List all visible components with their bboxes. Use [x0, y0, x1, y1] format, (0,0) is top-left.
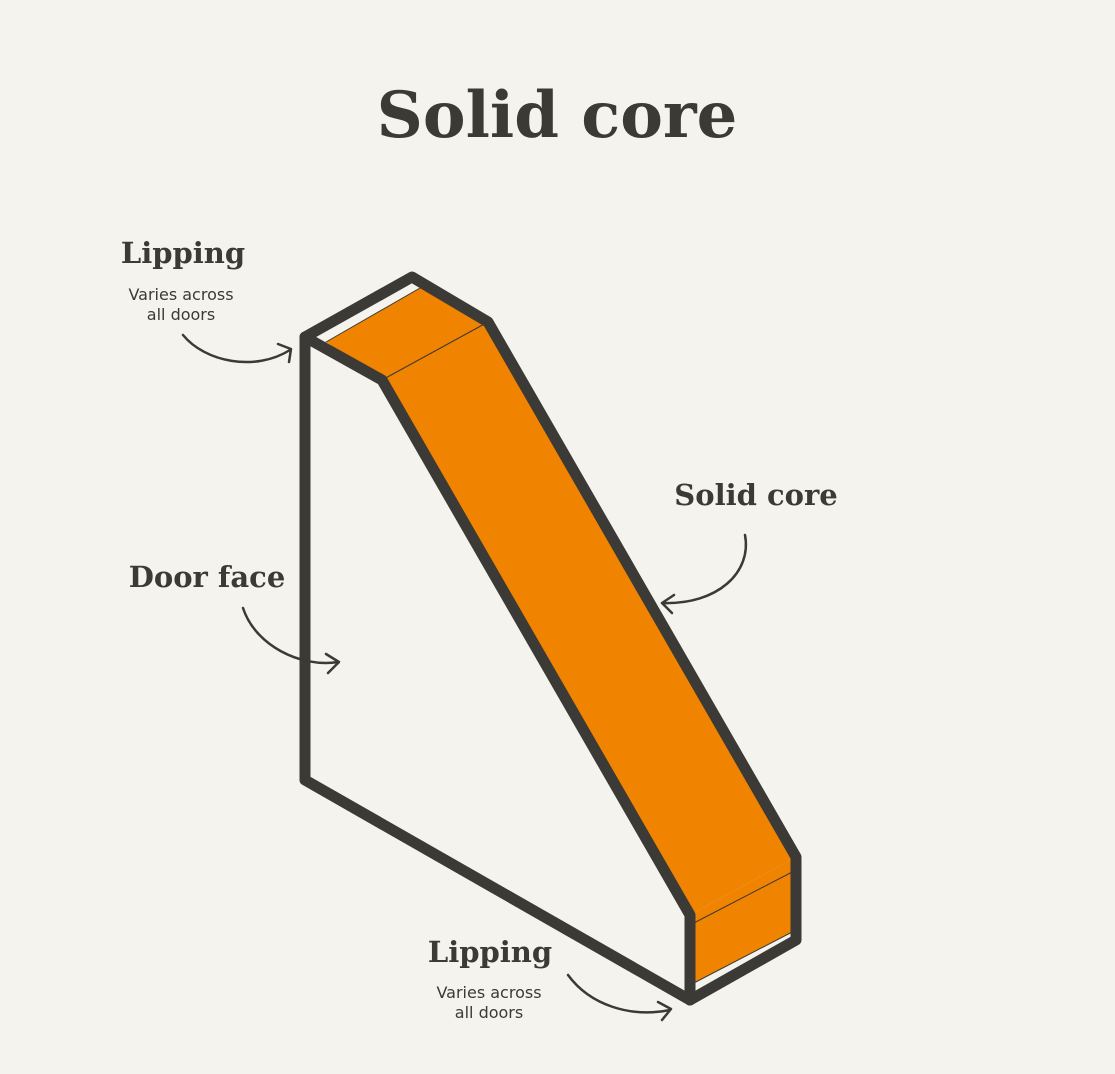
arrow-lipping-bottom [566, 973, 673, 1022]
arrow-solid-core [660, 533, 748, 615]
lipping-top-note-line2: all doors [146, 305, 216, 324]
lipping-top-label: Lipping [120, 236, 246, 270]
lipping-bottom-label: Lipping [427, 935, 553, 969]
arrow-lipping-top [181, 333, 293, 364]
door-outline [299, 271, 802, 1006]
door-face-label: Door face [128, 560, 286, 594]
lipping-top-note-line1: Varies across [128, 285, 234, 304]
lipping-bottom-note-line1: Varies across [436, 983, 542, 1002]
solid-core-label: Solid core [674, 478, 838, 512]
page-title: Solid core [376, 78, 738, 153]
core-edge-bottom [689, 869, 797, 926]
core-top [326, 288, 488, 380]
lipping-bottom-note: Varies across all doors [436, 983, 541, 1023]
door-inner-edge [299, 331, 696, 1006]
lipping-line-bottom [689, 929, 797, 986]
core-bottom [690, 857, 796, 985]
arrow-door-face [241, 606, 341, 675]
lipping-line-top [325, 287, 421, 343]
core-side [382, 322, 796, 915]
core-edge-top [381, 321, 489, 381]
lipping-top-note: Varies across all doors [128, 285, 233, 325]
lipping-bottom-note-line2: all doors [454, 1003, 524, 1022]
